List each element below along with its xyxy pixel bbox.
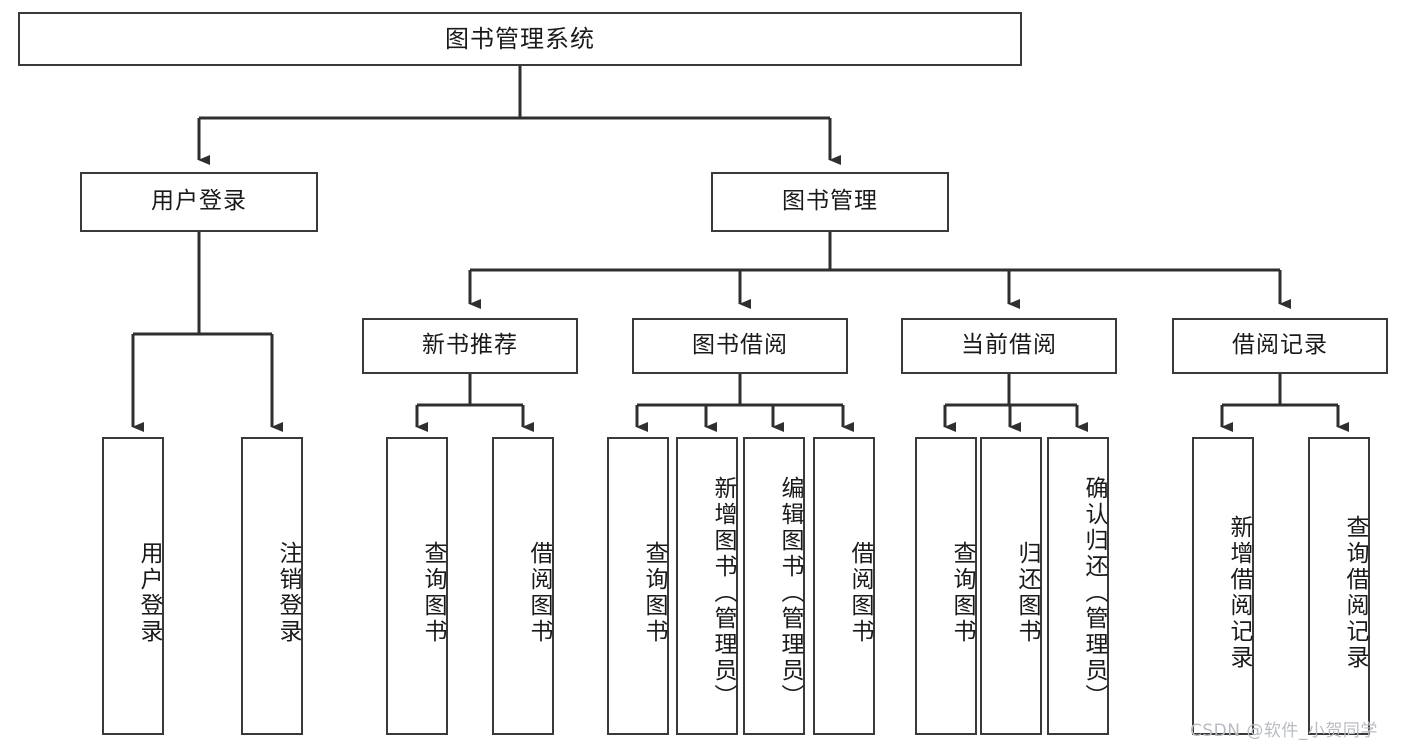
node-label: 查询图书: [641, 541, 667, 645]
node-label: 新增图书（管理员）: [710, 476, 736, 710]
node-user-login[interactable]: 用户登录: [80, 172, 318, 232]
node-label: 图书借阅: [692, 332, 788, 359]
node-book-borrow[interactable]: 图书借阅: [632, 318, 848, 374]
node-leaf-query-book-1[interactable]: 查询图书: [386, 437, 448, 735]
node-leaf-return-book[interactable]: 归还图书: [980, 437, 1042, 735]
node-label: 归还图书: [1014, 541, 1040, 645]
node-label: 编辑图书（管理员）: [777, 476, 803, 710]
node-borrow-record[interactable]: 借阅记录: [1172, 318, 1388, 374]
node-label: 当前借阅: [961, 332, 1057, 359]
node-leaf-logout[interactable]: 注销登录: [241, 437, 303, 735]
node-label: 借阅图书: [847, 541, 873, 645]
node-leaf-borrow-book-1[interactable]: 借阅图书: [492, 437, 554, 735]
node-label: 查询借阅记录: [1342, 515, 1368, 671]
node-leaf-query-book-2[interactable]: 查询图书: [607, 437, 669, 735]
node-label: 图书管理: [782, 188, 878, 215]
node-leaf-add-record[interactable]: 新增借阅记录: [1192, 437, 1254, 735]
node-label: 借阅图书: [526, 541, 552, 645]
node-current-borrow[interactable]: 当前借阅: [901, 318, 1117, 374]
node-book-manage[interactable]: 图书管理: [711, 172, 949, 232]
node-leaf-borrow-book-2[interactable]: 借阅图书: [813, 437, 875, 735]
node-label: 确认归还（管理员）: [1081, 476, 1107, 710]
node-root-book-management-system[interactable]: 图书管理系统: [18, 12, 1022, 66]
node-label: 用户登录: [136, 541, 162, 645]
node-leaf-query-book-3[interactable]: 查询图书: [915, 437, 977, 735]
node-label: 新书推荐: [422, 332, 518, 359]
node-label: 新增借阅记录: [1226, 515, 1252, 671]
node-leaf-user-login[interactable]: 用户登录: [102, 437, 164, 735]
node-label: 借阅记录: [1232, 332, 1328, 359]
node-new-book-recommend[interactable]: 新书推荐: [362, 318, 578, 374]
node-label: 注销登录: [275, 541, 301, 645]
node-label: 查询图书: [949, 541, 975, 645]
node-leaf-edit-book[interactable]: 编辑图书（管理员）: [743, 437, 805, 735]
node-label: 查询图书: [420, 541, 446, 645]
node-leaf-add-book[interactable]: 新增图书（管理员）: [676, 437, 738, 735]
node-label: 用户登录: [151, 188, 247, 215]
node-label: 图书管理系统: [445, 24, 595, 53]
node-leaf-query-record[interactable]: 查询借阅记录: [1308, 437, 1370, 735]
watermark-credit: CSDN @软件_小贺同学: [1190, 721, 1378, 741]
node-leaf-confirm-return[interactable]: 确认归还（管理员）: [1047, 437, 1109, 735]
